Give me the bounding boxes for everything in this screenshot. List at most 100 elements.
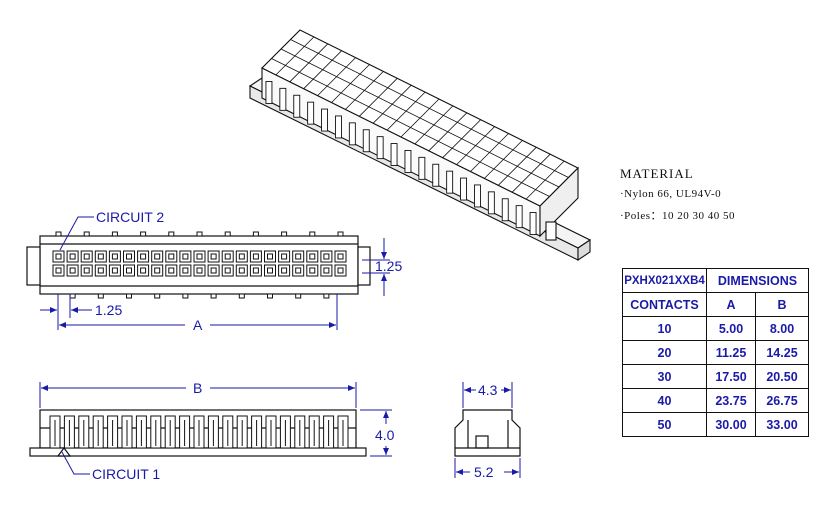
contact-cell-inner (224, 253, 231, 260)
table-subheader-row: CONTACTS A B (622, 292, 809, 317)
bottom-tab (126, 293, 132, 299)
iso-pin (390, 143, 398, 167)
contact-cell-inner (295, 267, 302, 274)
iso-grid-line (271, 58, 550, 197)
contact-cell (320, 264, 333, 277)
bottom-tab (69, 293, 76, 299)
top-tab (196, 231, 203, 237)
contact-cell-inner (168, 253, 175, 260)
contact-cell-inner (323, 253, 330, 260)
part-number-cell: PXHX021XXB4 (622, 268, 707, 293)
contact-cell (221, 250, 234, 263)
side-width-bottom-label: 5.2 (474, 464, 494, 480)
iso-grid-line (290, 39, 569, 178)
contact-cell (66, 250, 79, 263)
material-notes: MATERIAL ·Nylon 66, UL94V-0 ·Poles：10 20… (620, 166, 735, 230)
iso-pin (501, 198, 509, 222)
side-width-top-label: 4.3 (478, 382, 498, 398)
contact-cell-inner (238, 253, 245, 260)
contact-cell (193, 250, 206, 263)
contact-cell-inner (111, 253, 118, 260)
col-b-header: B (755, 292, 809, 317)
dimensions-table: PXHX021XXB4 DIMENSIONS CONTACTS A B 10 5… (622, 268, 809, 437)
contact-cell (264, 264, 276, 277)
side-view (454, 409, 521, 457)
contact-cell-inner (238, 267, 245, 274)
iso-pin (265, 80, 273, 104)
iso-pin (362, 129, 370, 153)
b-cell: 14.25 (755, 340, 809, 365)
contact-cell (179, 264, 192, 277)
circuit-2-label: CIRCUIT 2 (96, 209, 164, 225)
bottom-tab (267, 293, 273, 299)
contact-cell-inner (126, 267, 132, 274)
bottom-tab (238, 293, 245, 299)
contact-cell-inner (210, 253, 217, 260)
contacts-cell: 50 (622, 412, 707, 437)
material-line-2: ·Poles：10 20 30 40 50 (620, 210, 735, 222)
contact-cell (292, 250, 305, 263)
table-row: 30 17.50 20.50 (622, 364, 809, 389)
contact-cell (306, 264, 319, 277)
top-tab (224, 231, 231, 237)
circuit-1-label: CIRCUIT 1 (92, 466, 160, 482)
contact-cell-inner (97, 267, 104, 274)
contact-cell-inner (252, 253, 259, 260)
contact-cell (221, 264, 234, 277)
a-cell: 5.00 (706, 316, 756, 341)
iso-pin (307, 101, 315, 125)
contact-cell-inner (323, 267, 330, 274)
table-row: 20 11.25 14.25 (622, 340, 809, 365)
contact-cell-inner (252, 267, 259, 274)
top-tab (281, 231, 288, 237)
contact-cell (292, 264, 305, 277)
contact-cell-inner (182, 253, 189, 260)
bottom-tab (295, 293, 302, 299)
top-tab (140, 231, 147, 237)
contact-cell-inner (168, 267, 175, 274)
table-row: 10 5.00 8.00 (622, 316, 809, 341)
iso-pin (335, 115, 342, 139)
iso-pin (418, 156, 426, 180)
material-title: MATERIAL (620, 166, 694, 181)
contact-cell (123, 264, 135, 277)
contact-cell (278, 250, 291, 263)
contacts-cell: 10 (622, 316, 707, 341)
contact-cell-inner (281, 267, 288, 274)
contact-cell (137, 250, 150, 263)
iso-pin (487, 191, 495, 215)
contact-cell (207, 250, 220, 263)
contact-cell-inner (224, 267, 231, 274)
table-header-row: PXHX021XXB4 DIMENSIONS (622, 268, 809, 293)
contact-cell (264, 250, 276, 263)
contact-cell-inner (69, 267, 76, 274)
b-cell: 8.00 (755, 316, 809, 341)
contact-cell (108, 250, 121, 263)
height-label: 4.0 (375, 427, 395, 443)
bottom-tab (210, 293, 217, 299)
contact-cell (235, 264, 248, 277)
iso-pin (460, 177, 467, 201)
dimension-lines (39, 216, 521, 478)
contact-cell-inner (154, 267, 161, 274)
bottom-tab (154, 293, 161, 299)
iso-pin (293, 94, 301, 118)
iso-pin (321, 108, 328, 132)
a-cell: 11.25 (706, 340, 756, 365)
contact-cell (66, 264, 79, 277)
contact-cell (249, 264, 262, 277)
b-cell: 33.00 (755, 412, 809, 437)
contacts-cell: 30 (622, 364, 707, 389)
contact-cell-inner (69, 253, 76, 260)
contact-cell (123, 250, 135, 263)
iso-pin (404, 149, 412, 173)
contact-cell-inner (295, 253, 302, 260)
contact-cell (108, 264, 121, 277)
contact-cell (320, 250, 333, 263)
table-row: 40 23.75 26.75 (622, 388, 809, 413)
contact-cell-inner (309, 253, 316, 260)
a-cell: 30.00 (706, 412, 756, 437)
contact-cell-inner (196, 253, 203, 260)
pitch-horizontal-label: 1.25 (95, 302, 122, 318)
iso-pin (432, 163, 440, 187)
